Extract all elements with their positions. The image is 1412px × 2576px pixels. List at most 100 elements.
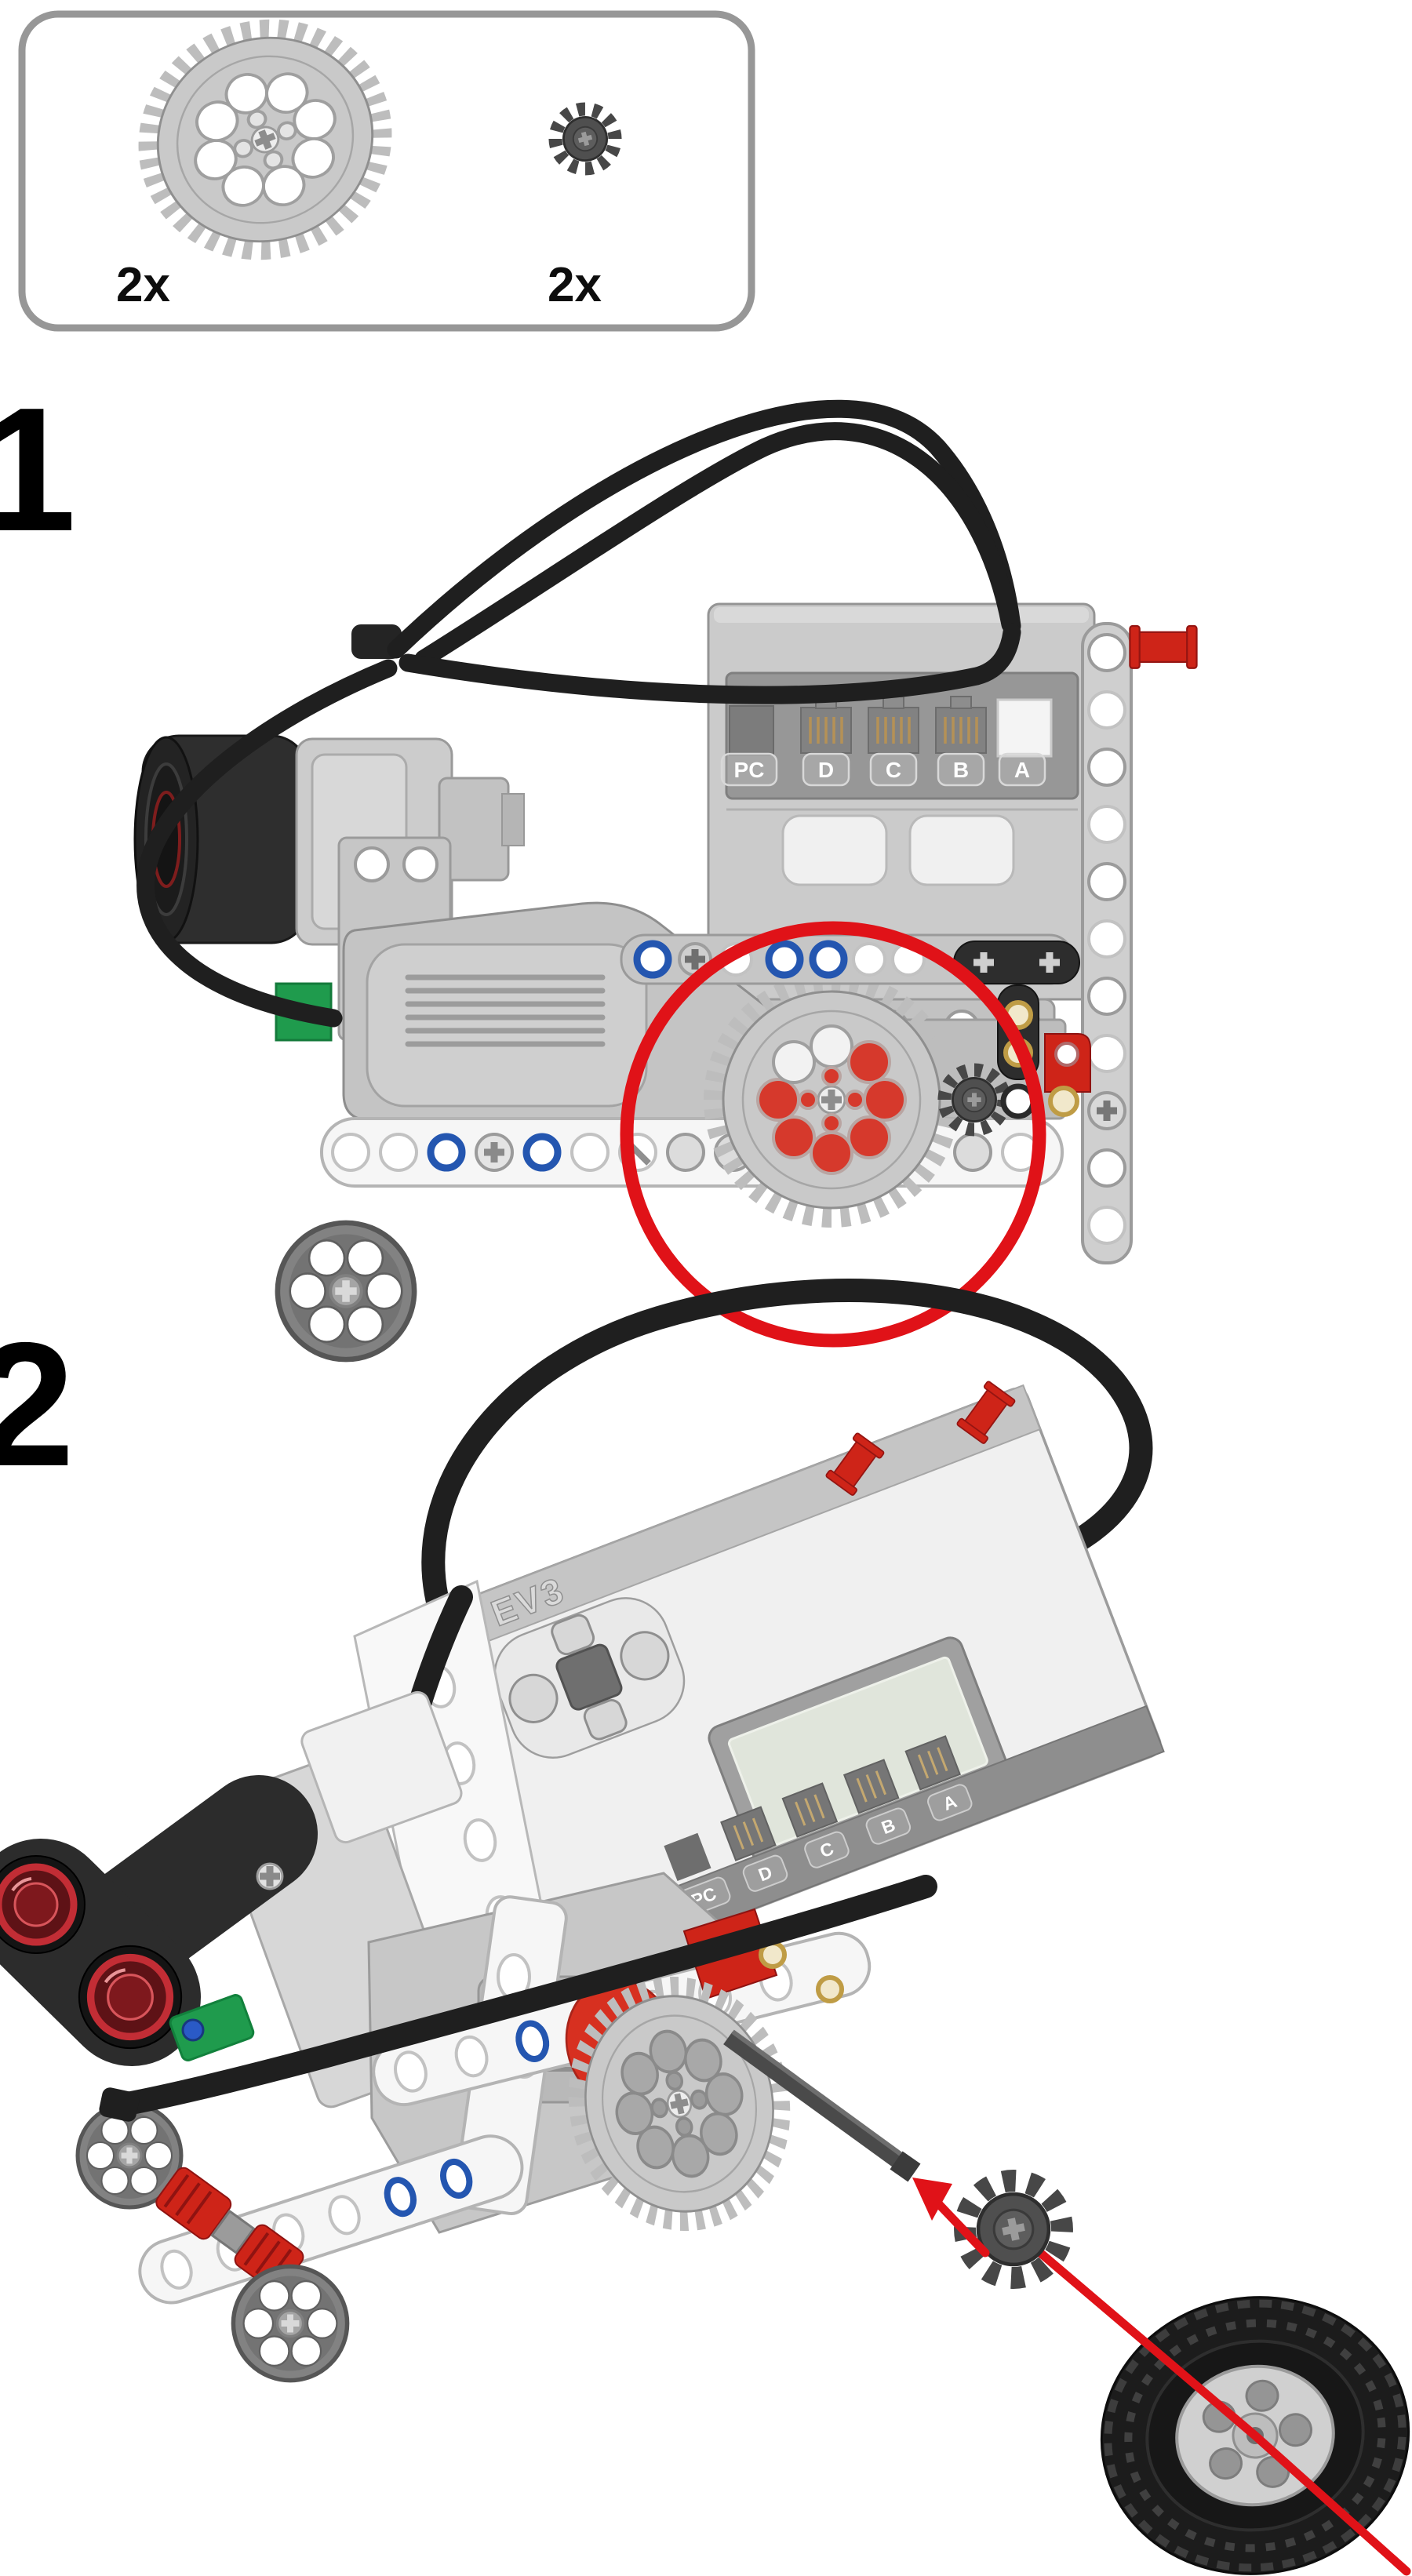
red-pin-icon [1129,624,1198,669]
hole [1087,919,1126,959]
hole [379,1133,418,1172]
gold-pin-icon [1048,1086,1079,1117]
rj-port-a-plugged [996,698,1053,758]
small-gear-quantity: 2x [548,258,602,312]
green-element [169,1994,255,2061]
cable-front-run [398,623,1021,704]
gear-holes-showing-red [756,1024,907,1175]
brick-top-highlight [714,607,1089,623]
hole [354,846,390,882]
hole [570,1133,610,1172]
step-1: 1 [0,370,1198,1359]
small-wheel [278,1223,414,1359]
ultrasonic-sensor [0,1775,318,2066]
sensor-eye-icon [79,1946,181,2048]
guide-line-icon [1024,2239,1411,2576]
up-button [551,1614,595,1656]
motor-stub [501,793,525,846]
enter-button [555,1643,623,1711]
pc-connector [729,705,774,755]
port-label-pill: C [804,1831,850,1868]
brick-cutout [781,814,888,886]
port-label-pill: C [869,752,918,787]
cable-lower-run [136,659,398,1028]
step-2: 2 LEGO EV3 [0,1279,1411,2576]
bottom-beam [320,1117,1064,1188]
red-axle-connector [155,2167,232,2240]
left-button [508,1673,559,1723]
down-button [583,1699,628,1741]
installed-large-gear [714,982,949,1217]
blue-pin-icon [515,2020,550,2062]
axle-highlight [731,2029,902,2156]
blue-pin-icon [633,940,672,979]
blue-pin-icon [809,940,848,979]
hole [160,2249,193,2290]
port-label-pill: B [937,752,985,787]
ev3-brick-side [707,602,1096,1057]
red-axle-assembly [155,2167,304,2293]
port-label-pill: D [742,1854,788,1892]
port-label-c: C [886,758,901,782]
pc-connector [664,1832,711,1882]
hole [1087,862,1126,901]
gear-holes [615,2029,744,2178]
axle-tip [890,2151,921,2182]
port-label-pill: A [998,752,1046,787]
rim-holes [1202,2379,1312,2488]
hole [1087,690,1126,730]
rj-connectors [720,1735,961,1861]
hole [394,2050,428,2093]
hole [1087,1034,1126,1073]
blue-pin-icon [384,2177,417,2218]
axle-dark [723,2029,921,2182]
ridges [163,2174,213,2225]
right-button [620,1631,670,1681]
cable-long-run [115,1875,937,2116]
mount-top [300,1690,463,1844]
parts-panel: 2x 2x [18,0,755,332]
cable-end-cap [99,2087,140,2122]
port-label-pill: A [927,1784,973,1821]
gray-axle [210,2209,256,2255]
hole [953,1133,992,1172]
port-labels-step2: PC D C B A [676,1784,973,1918]
hole [852,942,886,977]
step-2-number: 2 [0,1305,75,1503]
port-label-d: D [818,758,834,782]
hole [328,2195,361,2236]
hole [1087,805,1126,844]
cable-step1 [136,399,1021,1028]
hole [402,846,439,882]
highlight-circle-icon [620,921,1046,1348]
button-pad [493,1597,686,1759]
hole [463,1818,497,1862]
screw-icon [256,1862,284,1890]
hole [454,2035,489,2078]
port-label-pill: B [865,1807,912,1845]
large-gear-icon [115,0,416,286]
motor-vents [405,974,606,1047]
port-label-b: B [953,758,969,782]
blue-pin-icon [522,1133,562,1172]
port-label-a: A [1014,758,1030,782]
port-label-pill: D [802,752,850,787]
arrow-shaft-icon [933,2198,990,2258]
blue-pin-icon [427,1133,466,1172]
hole [1087,1148,1126,1188]
hole [1087,633,1126,672]
brick-cutout [908,814,1015,886]
hole [1087,748,1126,787]
port-label-pc: PC [734,758,765,782]
axle-hole [475,1133,514,1172]
port-labels-step1: PC D C B A [720,752,1046,787]
arrow-head-icon [912,2178,952,2221]
motor-panel [366,943,648,1108]
hole [1087,1206,1126,1245]
axle-hole [1087,1091,1126,1130]
hole [1054,1042,1079,1067]
installed-large-gear-step2 [552,1951,802,2240]
small-wheel [233,2266,347,2380]
